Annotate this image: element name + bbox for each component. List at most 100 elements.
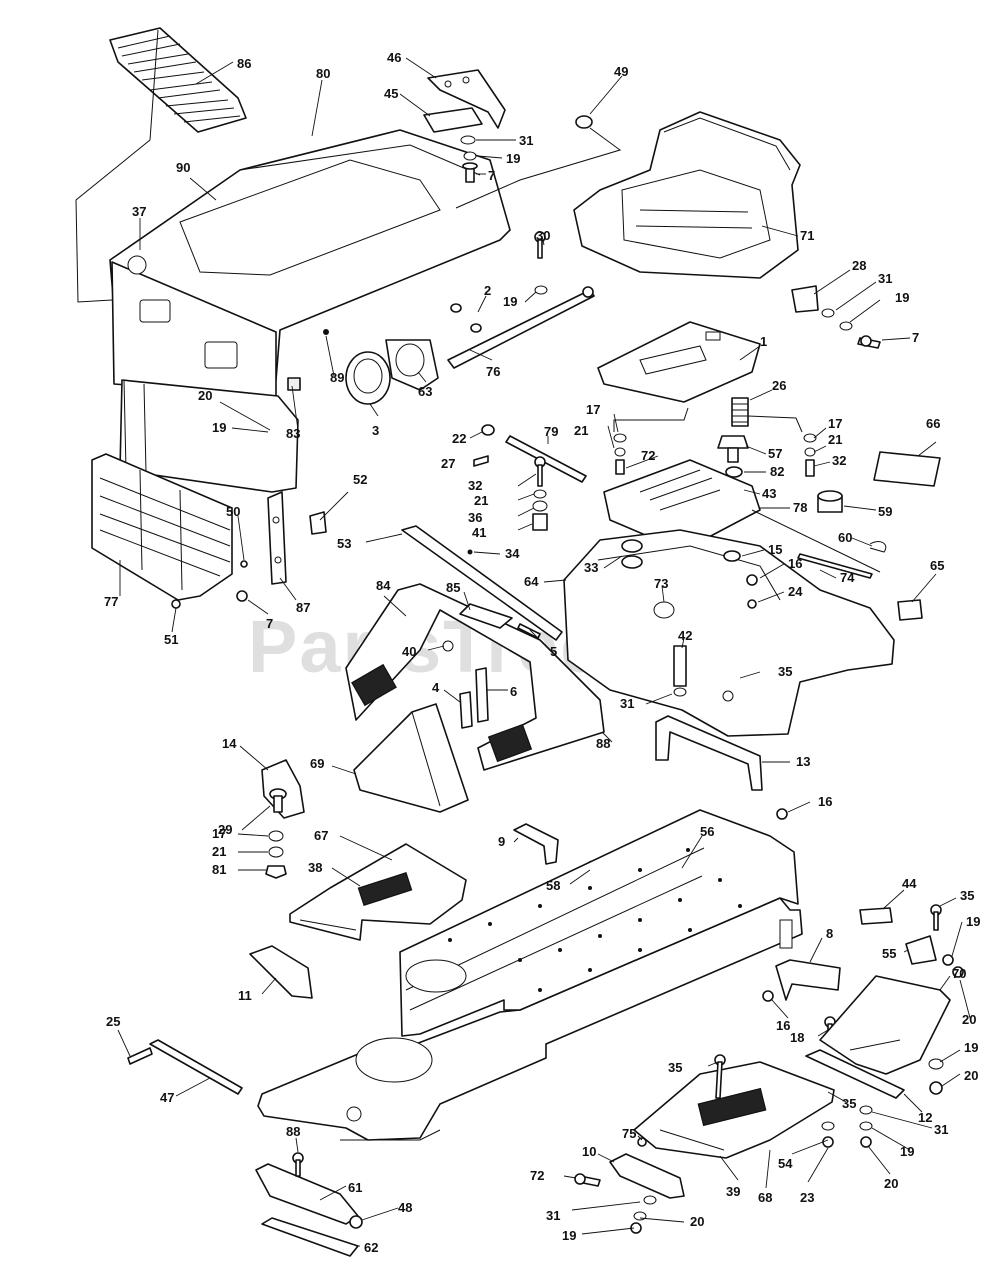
part-washer-82[interactable] bbox=[725, 466, 743, 478]
part-hardware-lower-stack[interactable] bbox=[630, 1195, 657, 1234]
part-headlight-housing[interactable] bbox=[385, 339, 439, 391]
callout-19-rod: 19 bbox=[503, 294, 517, 309]
part-bracket-55[interactable] bbox=[905, 935, 937, 965]
callout-19-right: 19 bbox=[966, 914, 980, 929]
callout-63: 63 bbox=[418, 384, 432, 399]
callout-14: 14 bbox=[222, 736, 237, 751]
part-knob-59[interactable] bbox=[817, 490, 843, 513]
part-seat-spring[interactable] bbox=[731, 397, 749, 427]
part-decal-89[interactable] bbox=[323, 329, 329, 335]
part-nut-19e[interactable] bbox=[942, 954, 954, 966]
part-rod-79[interactable] bbox=[505, 435, 587, 483]
part-bracket-10[interactable] bbox=[609, 1153, 685, 1199]
callout-7-seat: 7 bbox=[912, 330, 919, 345]
part-pad-44[interactable] bbox=[859, 907, 893, 925]
part-rail-12[interactable] bbox=[805, 1049, 905, 1099]
part-nut-20b[interactable] bbox=[952, 966, 964, 978]
part-pin-74[interactable] bbox=[797, 553, 873, 579]
part-plug-24[interactable] bbox=[747, 599, 757, 609]
part-seat-clip[interactable] bbox=[791, 285, 819, 313]
part-dash-rail[interactable] bbox=[401, 525, 563, 641]
part-decal-65[interactable] bbox=[897, 599, 923, 621]
callout-79: 79 bbox=[544, 424, 558, 439]
part-pin-25[interactable] bbox=[127, 1047, 153, 1065]
part-footrest-tunnel[interactable] bbox=[353, 703, 469, 813]
part-main-frame[interactable] bbox=[257, 809, 803, 1141]
part-hood-bracket-lower[interactable] bbox=[423, 107, 483, 133]
callout-76: 76 bbox=[486, 364, 500, 379]
part-bolt-88b[interactable] bbox=[292, 1152, 304, 1177]
part-hardware-stack-right[interactable] bbox=[803, 433, 817, 477]
part-washer-15[interactable] bbox=[723, 550, 741, 562]
callout-44: 44 bbox=[902, 876, 917, 891]
callout-64: 64 bbox=[524, 574, 539, 589]
part-hardware-stack-center[interactable] bbox=[532, 456, 548, 531]
callout-81: 81 bbox=[212, 862, 226, 877]
part-hood[interactable] bbox=[109, 129, 511, 493]
callout-54: 54 bbox=[778, 1156, 793, 1171]
callout-21-lower: 21 bbox=[212, 844, 226, 859]
part-seat[interactable] bbox=[573, 111, 801, 279]
callout-35-fender: 35 bbox=[778, 664, 792, 679]
part-bracket-8[interactable] bbox=[775, 959, 841, 1001]
part-bracket-9[interactable] bbox=[513, 823, 559, 865]
part-left-footrest[interactable] bbox=[289, 843, 467, 941]
part-bolt-16c[interactable] bbox=[762, 990, 774, 1002]
part-nut-75[interactable] bbox=[637, 1137, 647, 1147]
part-hood-rod[interactable] bbox=[447, 286, 595, 369]
part-bolt-35b[interactable] bbox=[930, 904, 942, 931]
part-hardware-front-right[interactable] bbox=[821, 1105, 873, 1148]
part-front-footrest[interactable] bbox=[633, 1061, 835, 1159]
part-hardware-stack-hood[interactable] bbox=[460, 135, 478, 183]
part-grille-insert[interactable] bbox=[109, 27, 247, 133]
part-hardware-stack-left[interactable] bbox=[613, 433, 627, 475]
part-hardware-right-stack[interactable] bbox=[928, 1058, 944, 1095]
part-hardware-stack-14[interactable] bbox=[265, 830, 287, 879]
part-fender-brace[interactable] bbox=[655, 715, 763, 791]
callout-19-lower: 19 bbox=[562, 1228, 576, 1243]
part-screw-51[interactable] bbox=[171, 599, 181, 609]
part-bracket-14[interactable] bbox=[261, 759, 305, 819]
part-bolt-16a[interactable] bbox=[746, 574, 758, 586]
callout-34: 34 bbox=[505, 546, 520, 561]
callout-21-right: 21 bbox=[828, 432, 842, 447]
part-dashboard-panel[interactable] bbox=[345, 583, 605, 771]
part-pin-27[interactable] bbox=[473, 455, 489, 467]
callout-22: 22 bbox=[452, 431, 466, 446]
part-seat-knob[interactable] bbox=[717, 435, 749, 463]
callout-7-hood: 7 bbox=[488, 168, 495, 183]
part-rod-47[interactable] bbox=[149, 1039, 243, 1095]
callout-77: 77 bbox=[104, 594, 118, 609]
callout-56: 56 bbox=[700, 824, 714, 839]
part-right-footrest[interactable] bbox=[819, 975, 951, 1075]
part-clip-52[interactable] bbox=[309, 511, 327, 535]
part-nut-48[interactable] bbox=[349, 1215, 363, 1229]
part-hood-bracket-upper[interactable] bbox=[427, 69, 506, 129]
part-front-grille[interactable] bbox=[91, 453, 233, 601]
part-seat-adjust-bracket[interactable] bbox=[603, 459, 881, 573]
part-headlight-lens[interactable] bbox=[345, 351, 391, 405]
part-strap-6[interactable] bbox=[475, 667, 489, 723]
part-washer-pair[interactable] bbox=[450, 303, 482, 333]
part-washer-pair-33[interactable] bbox=[621, 539, 643, 569]
part-strap-4[interactable] bbox=[459, 691, 473, 729]
part-grille-bracket[interactable] bbox=[267, 491, 287, 585]
callout-74: 74 bbox=[840, 570, 855, 585]
part-bolt-72b[interactable] bbox=[574, 1173, 601, 1187]
part-screw-50[interactable] bbox=[240, 560, 248, 568]
callout-73: 73 bbox=[654, 576, 668, 591]
part-bolt-29[interactable] bbox=[269, 788, 287, 813]
part-bolt-7c[interactable] bbox=[236, 590, 248, 602]
part-bumper-bracket[interactable] bbox=[255, 1163, 359, 1225]
part-screw-34[interactable] bbox=[467, 549, 473, 555]
part-bolt-16b[interactable] bbox=[776, 808, 788, 820]
part-seat-mounting-plate[interactable] bbox=[597, 321, 761, 403]
part-plug[interactable] bbox=[455, 115, 622, 209]
callout-19-rail: 19 bbox=[964, 1040, 978, 1055]
part-washer-22[interactable] bbox=[481, 424, 495, 436]
part-clip-60[interactable] bbox=[869, 541, 887, 553]
part-hardware-stack-seat[interactable] bbox=[821, 308, 881, 349]
part-bracket-11[interactable] bbox=[249, 945, 313, 999]
part-decal-66[interactable] bbox=[873, 451, 941, 487]
callout-35-right: 35 bbox=[960, 888, 974, 903]
